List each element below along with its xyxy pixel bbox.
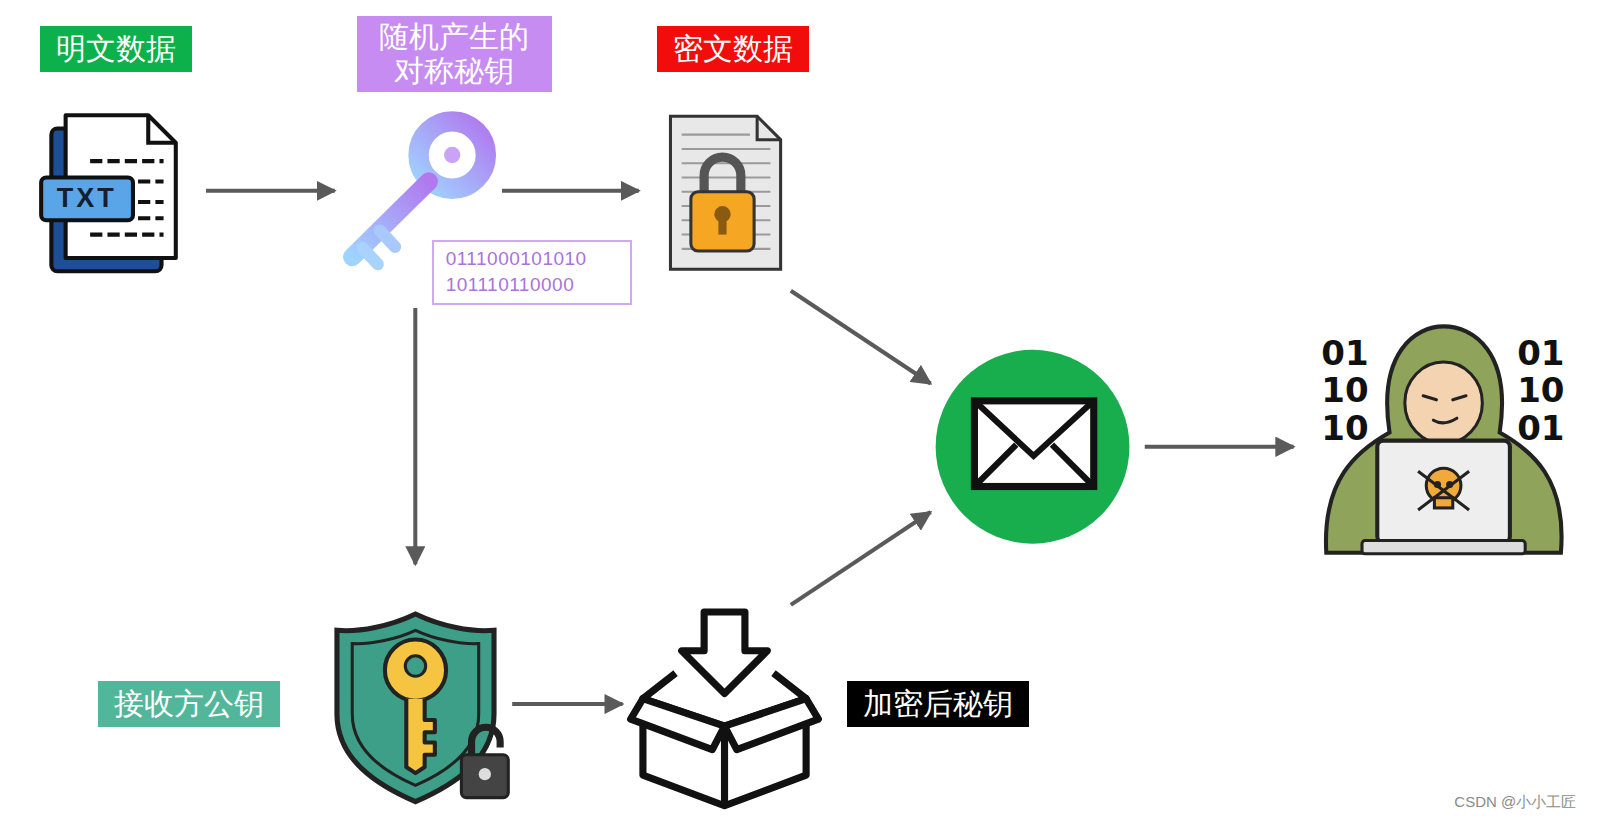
encrypted-key-node: 加密后秘钥 [624, 610, 1042, 806]
flow-arrow [502, 189, 639, 193]
binary-digits: 01 10 01 [1514, 335, 1568, 447]
plaintext-node: 明文数据 [29, 20, 205, 275]
package-icon [631, 612, 819, 806]
public-key-icon [337, 614, 508, 802]
encrypted-file-icon [670, 116, 780, 269]
binary-digits: 01 10 10 [1318, 335, 1372, 447]
public-key-node: 接收方公钥 [86, 566, 510, 806]
node-label: 加密后秘钥 [847, 681, 1029, 727]
key-bits-box: 0111000101010 101110110000 [432, 240, 632, 305]
file-type-text: TXT [57, 184, 117, 214]
ciphertext-node: 密文数据 [641, 20, 822, 273]
message-icon [936, 350, 1130, 544]
watermark: CSDN @小小工匠 [1454, 794, 1576, 811]
key-bits-text: 0111000101010 101110110000 [432, 240, 632, 305]
node-label: 明文数据 [40, 26, 192, 72]
node-label: 随机产生的 对称秘钥 [357, 16, 552, 91]
flow-arrow [206, 189, 335, 193]
flow-arrow [512, 702, 622, 706]
node-label: 接收方公钥 [98, 681, 280, 727]
flow-arrow [413, 308, 417, 564]
text-file-icon [41, 115, 176, 271]
flow-arrow [791, 291, 1294, 605]
node-label: 密文数据 [657, 26, 809, 72]
